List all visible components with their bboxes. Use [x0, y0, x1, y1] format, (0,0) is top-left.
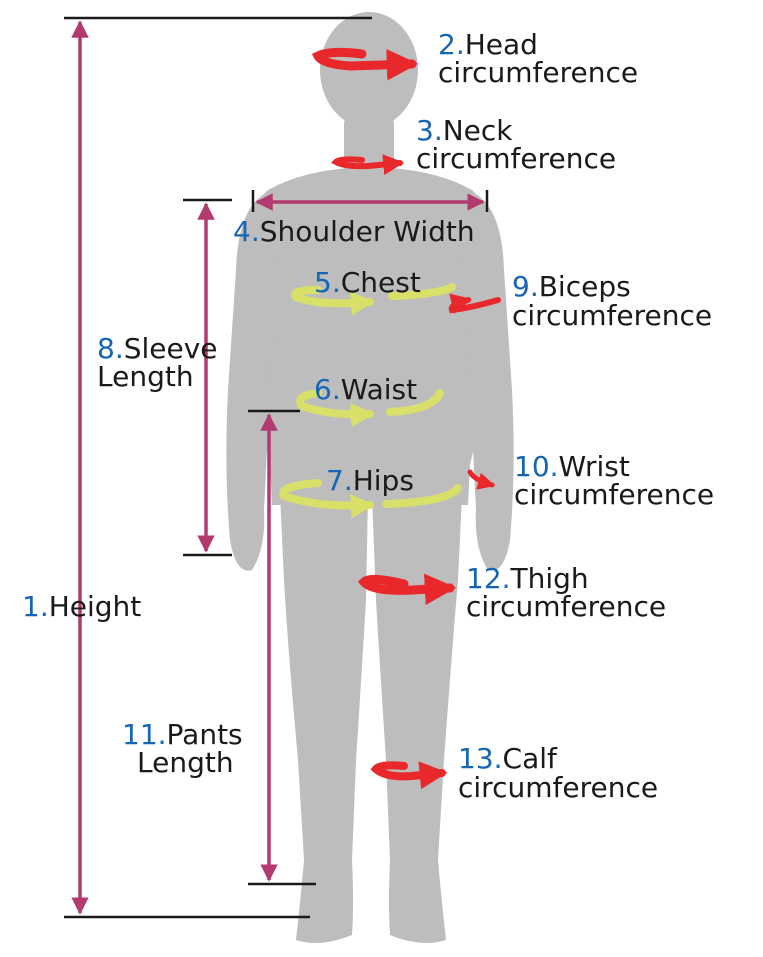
chest-band-icon — [291, 286, 375, 316]
head-shape — [320, 12, 418, 128]
label-thigh-line2: circumference — [466, 590, 666, 623]
left-leg-shape — [280, 495, 368, 944]
label-pants-line2: Length — [137, 746, 234, 779]
label-calf-line2: circumference — [458, 771, 658, 804]
biceps-band-icon — [448, 293, 501, 314]
hips-band-back-icon — [382, 484, 462, 508]
labels: 1.Height 2.Head circumference 3.Neck cir… — [22, 28, 714, 804]
label-wrist-line2: circumference — [514, 478, 714, 511]
neck-band-icon — [331, 154, 405, 176]
label-neck-line1: 3.Neck — [416, 114, 513, 147]
label-calf-line1: 13.Calf — [458, 742, 558, 775]
label-sleeve-line1: 8.Sleeve — [97, 332, 218, 365]
label-head-line2: circumference — [438, 56, 638, 89]
label-sleeve-line2: Length — [97, 360, 194, 393]
torso-shape — [244, 168, 494, 505]
thigh-band-icon — [357, 573, 457, 606]
label-thigh-line1: 12.Thigh — [466, 562, 589, 595]
wrist-band-icon — [467, 469, 496, 490]
label-wrist-line1: 10.Wrist — [514, 450, 630, 483]
calf-band-icon — [370, 761, 448, 790]
label-height: 1.Height — [22, 590, 141, 623]
human-figure-silhouette — [226, 12, 514, 944]
circumference-bands — [279, 47, 501, 790]
length-measurements — [64, 16, 489, 919]
label-biceps-line2: circumference — [512, 299, 712, 332]
hips-band-icon — [279, 479, 375, 519]
label-shoulder-width: 4.Shoulder Width — [233, 215, 475, 248]
label-pants-line1: 11.Pants — [122, 718, 243, 751]
right-arm-shape — [462, 192, 514, 571]
waist-band-back-icon — [386, 389, 444, 416]
right-leg-shape — [372, 495, 462, 944]
waist-band-icon — [296, 389, 375, 427]
label-hips: 7.Hips — [326, 464, 414, 497]
head-band-icon — [311, 47, 419, 81]
label-biceps-line1: 9.Biceps — [512, 270, 631, 303]
label-head-line1: 2.Head — [438, 28, 538, 61]
label-waist: 6.Waist — [314, 373, 417, 406]
label-chest: 5.Chest — [314, 266, 421, 299]
chest-band-back-icon — [388, 283, 456, 300]
label-neck-line2: circumference — [416, 142, 616, 175]
